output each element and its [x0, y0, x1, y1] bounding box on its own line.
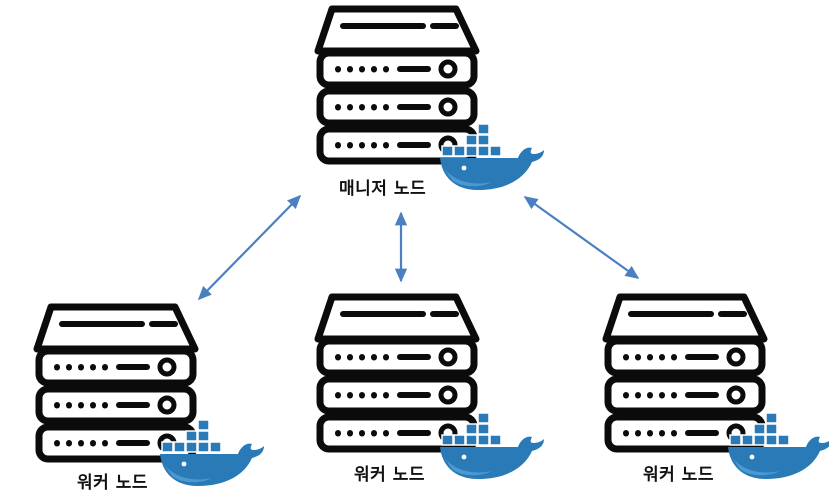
worker-node-label-right: 워커 노드: [643, 465, 714, 485]
worker-node-label-center: 워커 노드: [354, 465, 425, 485]
link-arrow-right: [523, 196, 640, 279]
server-icon: [37, 307, 195, 459]
worker-node-center: [318, 297, 545, 480]
server-icon: [606, 297, 764, 449]
connectors: [197, 194, 640, 301]
worker-node-label-left: 워커 노드: [77, 473, 148, 493]
worker-node-left: [37, 307, 265, 487]
manager-node: [318, 9, 545, 191]
server-icon: [318, 297, 476, 449]
link-arrow-left: [197, 194, 302, 301]
manager-node-label: 매니저 노드: [339, 179, 427, 199]
worker-node-right: [606, 297, 829, 480]
server-icon: [318, 9, 476, 161]
